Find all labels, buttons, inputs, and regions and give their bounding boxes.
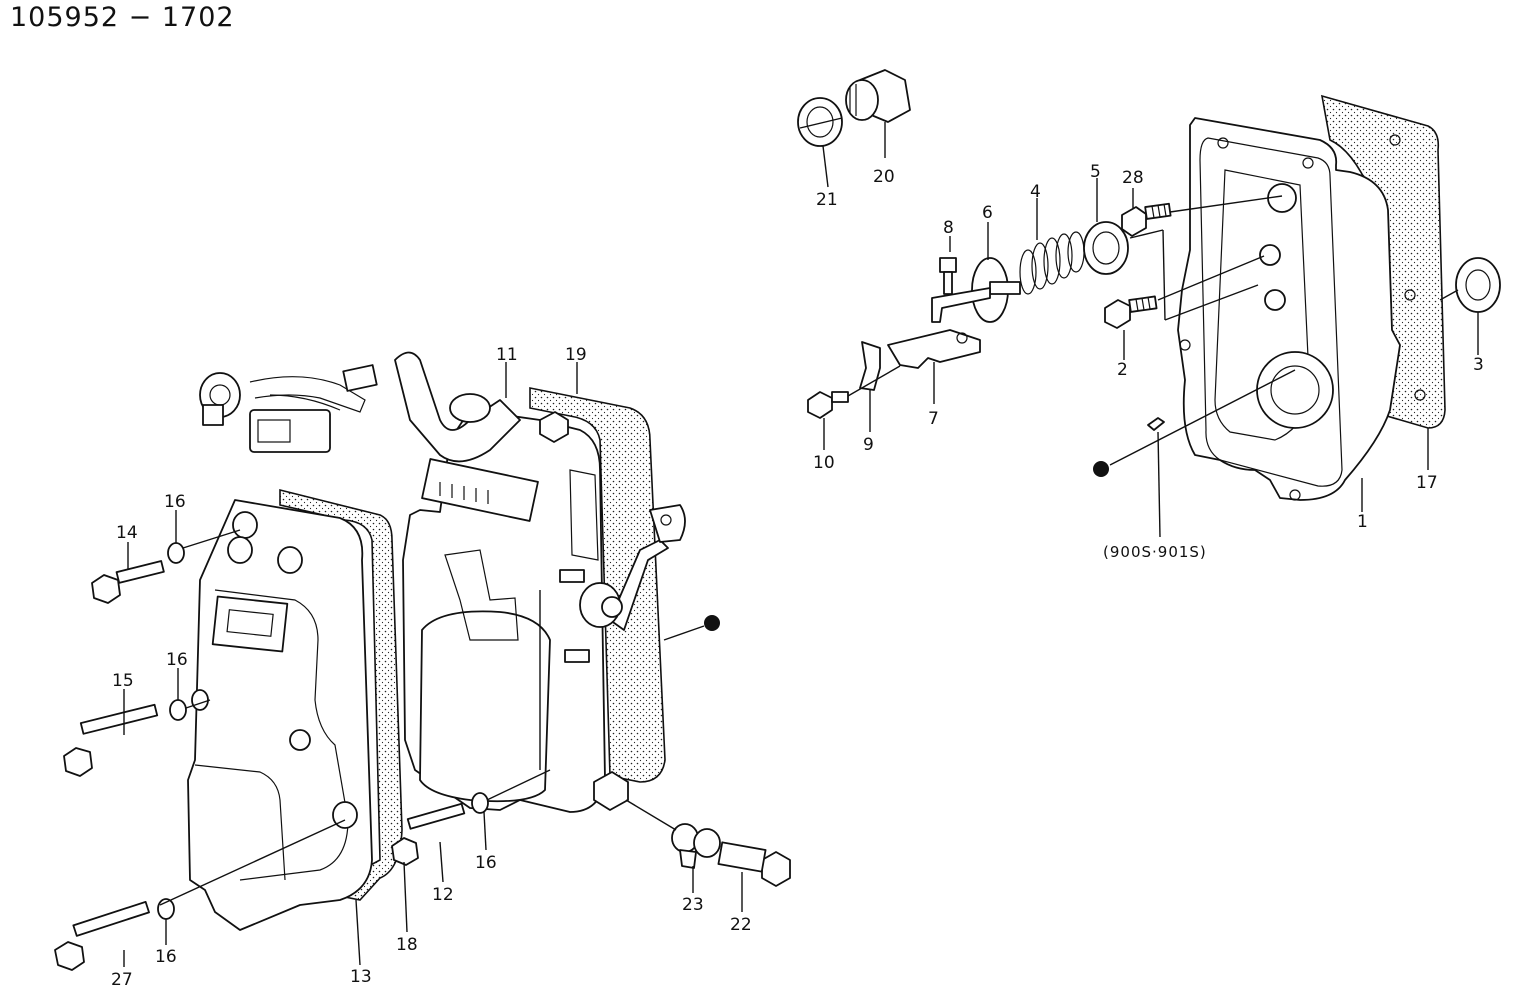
callout-17: 17: [1416, 473, 1438, 493]
gasket-18: [279, 488, 403, 901]
spring-4: [1019, 231, 1085, 295]
bolt-22: [717, 841, 791, 887]
housing-1-hole-e: [1404, 289, 1416, 301]
oil-seal-3-inner: [1465, 269, 1491, 301]
studs: [539, 411, 629, 811]
callout-15: 15: [112, 671, 134, 691]
callout-8: 8: [943, 218, 954, 238]
cover-13-plate-inner: [226, 609, 274, 637]
washers-23: [671, 823, 721, 869]
callout-5: 5: [1090, 162, 1101, 182]
housing-1-bore-mid: [1259, 244, 1281, 266]
cover-13-plate: [211, 595, 289, 653]
callout-23: 23: [682, 895, 704, 915]
bolt-12: [391, 802, 466, 866]
gasket-19: [529, 387, 666, 783]
callout-2: 2: [1117, 360, 1128, 380]
housing-1-flange: [1199, 137, 1343, 487]
key-900s: [1147, 417, 1165, 431]
housing-1-hole-g: [1389, 134, 1401, 146]
callout-9: 9: [863, 435, 874, 455]
bolt-10: [807, 391, 849, 419]
housing-1-hole-f: [1414, 389, 1426, 401]
housing-1-hole-d: [1289, 489, 1301, 501]
governor-internal: [444, 549, 519, 641]
lever-assembly: [579, 504, 686, 631]
connector-block: [421, 458, 539, 522]
callout-7: 7: [928, 409, 939, 429]
callout-18: 18: [396, 935, 418, 955]
washer-21: [797, 97, 843, 147]
link-rod: [931, 287, 991, 323]
title: 105952 − 1702: [10, 2, 235, 33]
housing-1-hole-b: [1302, 157, 1314, 169]
leader-lines: [123, 117, 1479, 967]
hose: [394, 351, 521, 463]
callout-3: 3: [1473, 355, 1484, 375]
callout-11: 11: [496, 345, 518, 365]
callout-28: 28: [1122, 168, 1144, 188]
hose-fitting: [449, 393, 491, 423]
housing-1-bore-inner: [1270, 365, 1320, 415]
connector-pins: [439, 482, 489, 504]
callout-19: 19: [565, 345, 587, 365]
bracket-7-hole: [956, 332, 968, 344]
wire-harness: [199, 364, 378, 453]
housing-1-bore-small: [1264, 289, 1286, 311]
callout-16d: 16: [475, 853, 497, 873]
callout-20: 20: [873, 167, 895, 187]
callout-16b: 16: [166, 650, 188, 670]
housing-1-bore-large: [1256, 351, 1334, 429]
callout-1: 1: [1357, 512, 1368, 532]
callout-14: 14: [116, 523, 138, 543]
callout-10: 10: [813, 453, 835, 473]
housing-1-hole-a: [1217, 137, 1229, 149]
callout-16a: 16: [164, 492, 186, 512]
governor-window: [569, 469, 599, 561]
plug-20: [845, 69, 911, 123]
cover-13-lower: [194, 764, 286, 881]
bolt-15: [63, 703, 159, 777]
bolt-28: [1121, 202, 1172, 237]
callout-21: 21: [816, 190, 838, 210]
model-note: (900S·901S): [1103, 543, 1207, 561]
callout-6: 6: [982, 203, 993, 223]
retaining-ring-5: [1083, 221, 1129, 275]
marker-dot-left: [704, 615, 720, 631]
callout-22: 22: [730, 915, 752, 935]
bolt-14: [91, 560, 165, 604]
callout-12: 12: [432, 885, 454, 905]
bolt-8: [939, 257, 957, 295]
bolt-27: [54, 900, 150, 971]
oil-seal-3: [1455, 257, 1501, 313]
callout-4: 4: [1030, 182, 1041, 202]
callout-27: 27: [111, 970, 133, 990]
callouts: 1 2 3 4 5 6 7 8 9 10 11 12 13 14 15 16 1…: [111, 162, 1484, 990]
housing-1-hole-c: [1179, 339, 1191, 351]
cover-13-rib: [214, 589, 349, 881]
plate-9: [859, 341, 881, 391]
marker-dot-right: [1093, 461, 1109, 477]
callout-13: 13: [350, 967, 372, 987]
housing-1: [1177, 117, 1401, 501]
callout-16c: 16: [155, 947, 177, 967]
bolt-2: [1104, 295, 1158, 329]
